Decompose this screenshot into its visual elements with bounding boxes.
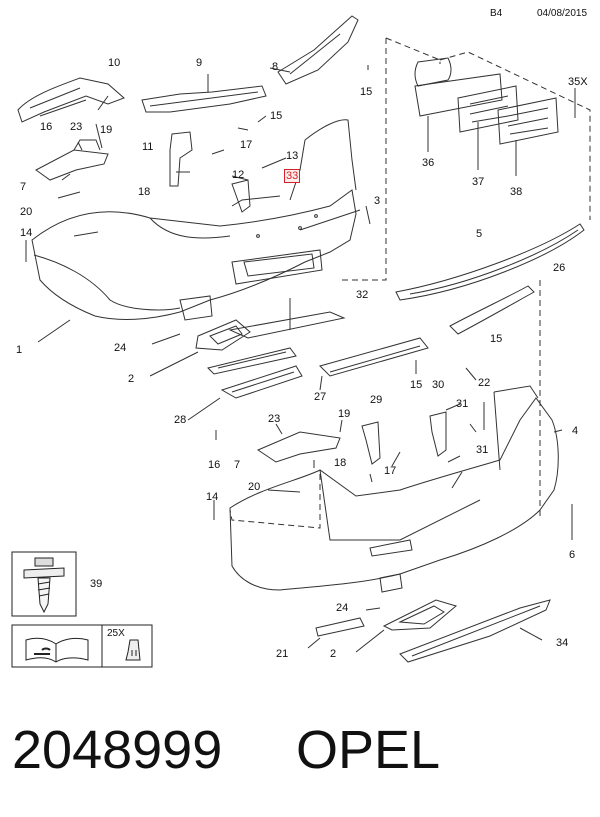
callout-15: 15 <box>360 86 373 98</box>
callout-26: 26 <box>553 262 566 274</box>
callout-36: 36 <box>422 157 435 169</box>
callout-35x: 35X <box>568 76 588 88</box>
callout-17: 17 <box>240 139 253 151</box>
reflector-lower <box>315 617 365 637</box>
diffuser-5 <box>395 223 585 301</box>
callout-24: 24 <box>336 602 349 614</box>
legend-screw-39 <box>11 551 77 617</box>
bracket-7-lower <box>256 431 341 463</box>
part-number: 2048999 <box>12 720 223 780</box>
callout-1: 1 <box>16 344 23 356</box>
legend-manual <box>11 624 153 668</box>
callout-8: 8 <box>272 61 279 73</box>
callout-29: 29 <box>370 394 383 406</box>
callout-7: 7 <box>20 181 27 193</box>
callout-34: 34 <box>556 637 569 649</box>
bracket-26 <box>449 285 535 335</box>
reflector-upper <box>207 347 297 375</box>
rear-bumper-cover-upper <box>31 119 361 321</box>
wrench-icon <box>34 647 51 655</box>
callout-32: 32 <box>356 289 369 301</box>
callout-14: 14 <box>206 491 219 503</box>
legend-quantity: 25X <box>107 628 125 639</box>
callout-28: 28 <box>174 414 187 426</box>
callout-24: 24 <box>114 342 127 354</box>
page-date: 04/08/2015 <box>537 8 588 19</box>
callout-5: 5 <box>476 228 483 240</box>
callout-11: 11 <box>142 141 154 153</box>
rear-bumper-cover-lower <box>229 397 559 591</box>
callout-20: 20 <box>248 481 261 493</box>
callout-22: 22 <box>478 377 491 389</box>
callout-10: 10 <box>108 57 121 69</box>
callout-30: 30 <box>432 379 445 391</box>
callout-9: 9 <box>196 57 203 69</box>
bracket-30 <box>429 411 447 457</box>
bracket-8 <box>277 15 359 85</box>
callout-27: 27 <box>314 391 327 403</box>
callout-39: 39 <box>90 578 103 590</box>
callout-2: 2 <box>330 648 337 660</box>
callout-20: 20 <box>20 206 33 218</box>
clip-12 <box>231 179 251 213</box>
callout-16: 16 <box>208 459 221 471</box>
callout-3: 3 <box>374 195 381 207</box>
license-bracket-36 <box>414 57 452 87</box>
callout-15: 15 <box>410 379 423 391</box>
callout-15: 15 <box>270 110 283 122</box>
brand-name: OPEL <box>296 720 441 780</box>
callout-12: 12 <box>232 169 245 181</box>
callout-15: 15 <box>490 333 503 345</box>
book-icon <box>25 637 89 663</box>
callout-16: 16 <box>40 121 53 133</box>
bracket-29 <box>361 421 381 465</box>
exhaust-trim-upper <box>195 319 251 351</box>
lower-trim-32 <box>228 311 346 339</box>
callout-31: 31 <box>476 444 489 456</box>
callout-33-highlighted: 33 <box>284 169 301 183</box>
callout-18: 18 <box>138 186 151 198</box>
plate-frame-37 <box>457 85 519 133</box>
bracket-28 <box>220 365 303 399</box>
callout-37: 37 <box>472 176 485 188</box>
callout-2: 2 <box>128 373 135 385</box>
lower-trim-34 <box>399 599 551 663</box>
plate-frame-38 <box>497 97 559 145</box>
callout-23: 23 <box>70 121 83 133</box>
callout-7: 7 <box>234 459 241 471</box>
page-code: B4 <box>490 8 503 19</box>
exhaust-trim-lower <box>382 599 458 631</box>
callout-18: 18 <box>334 457 347 469</box>
callout-23: 23 <box>268 413 281 425</box>
callout-13: 13 <box>286 150 299 162</box>
callout-19: 19 <box>338 408 351 420</box>
bracket-7-upper <box>35 149 109 181</box>
callout-4: 4 <box>572 425 579 437</box>
callout-38: 38 <box>510 186 523 198</box>
callout-31: 31 <box>456 398 469 410</box>
callout-6: 6 <box>569 549 576 561</box>
bracket-10 <box>17 77 125 123</box>
bracket-9 <box>141 85 267 113</box>
callout-14: 14 <box>20 227 33 239</box>
callout-17: 17 <box>384 465 397 477</box>
bracket-11 <box>169 131 193 187</box>
callout-19: 19 <box>100 124 113 136</box>
callout-21: 21 <box>276 648 289 660</box>
